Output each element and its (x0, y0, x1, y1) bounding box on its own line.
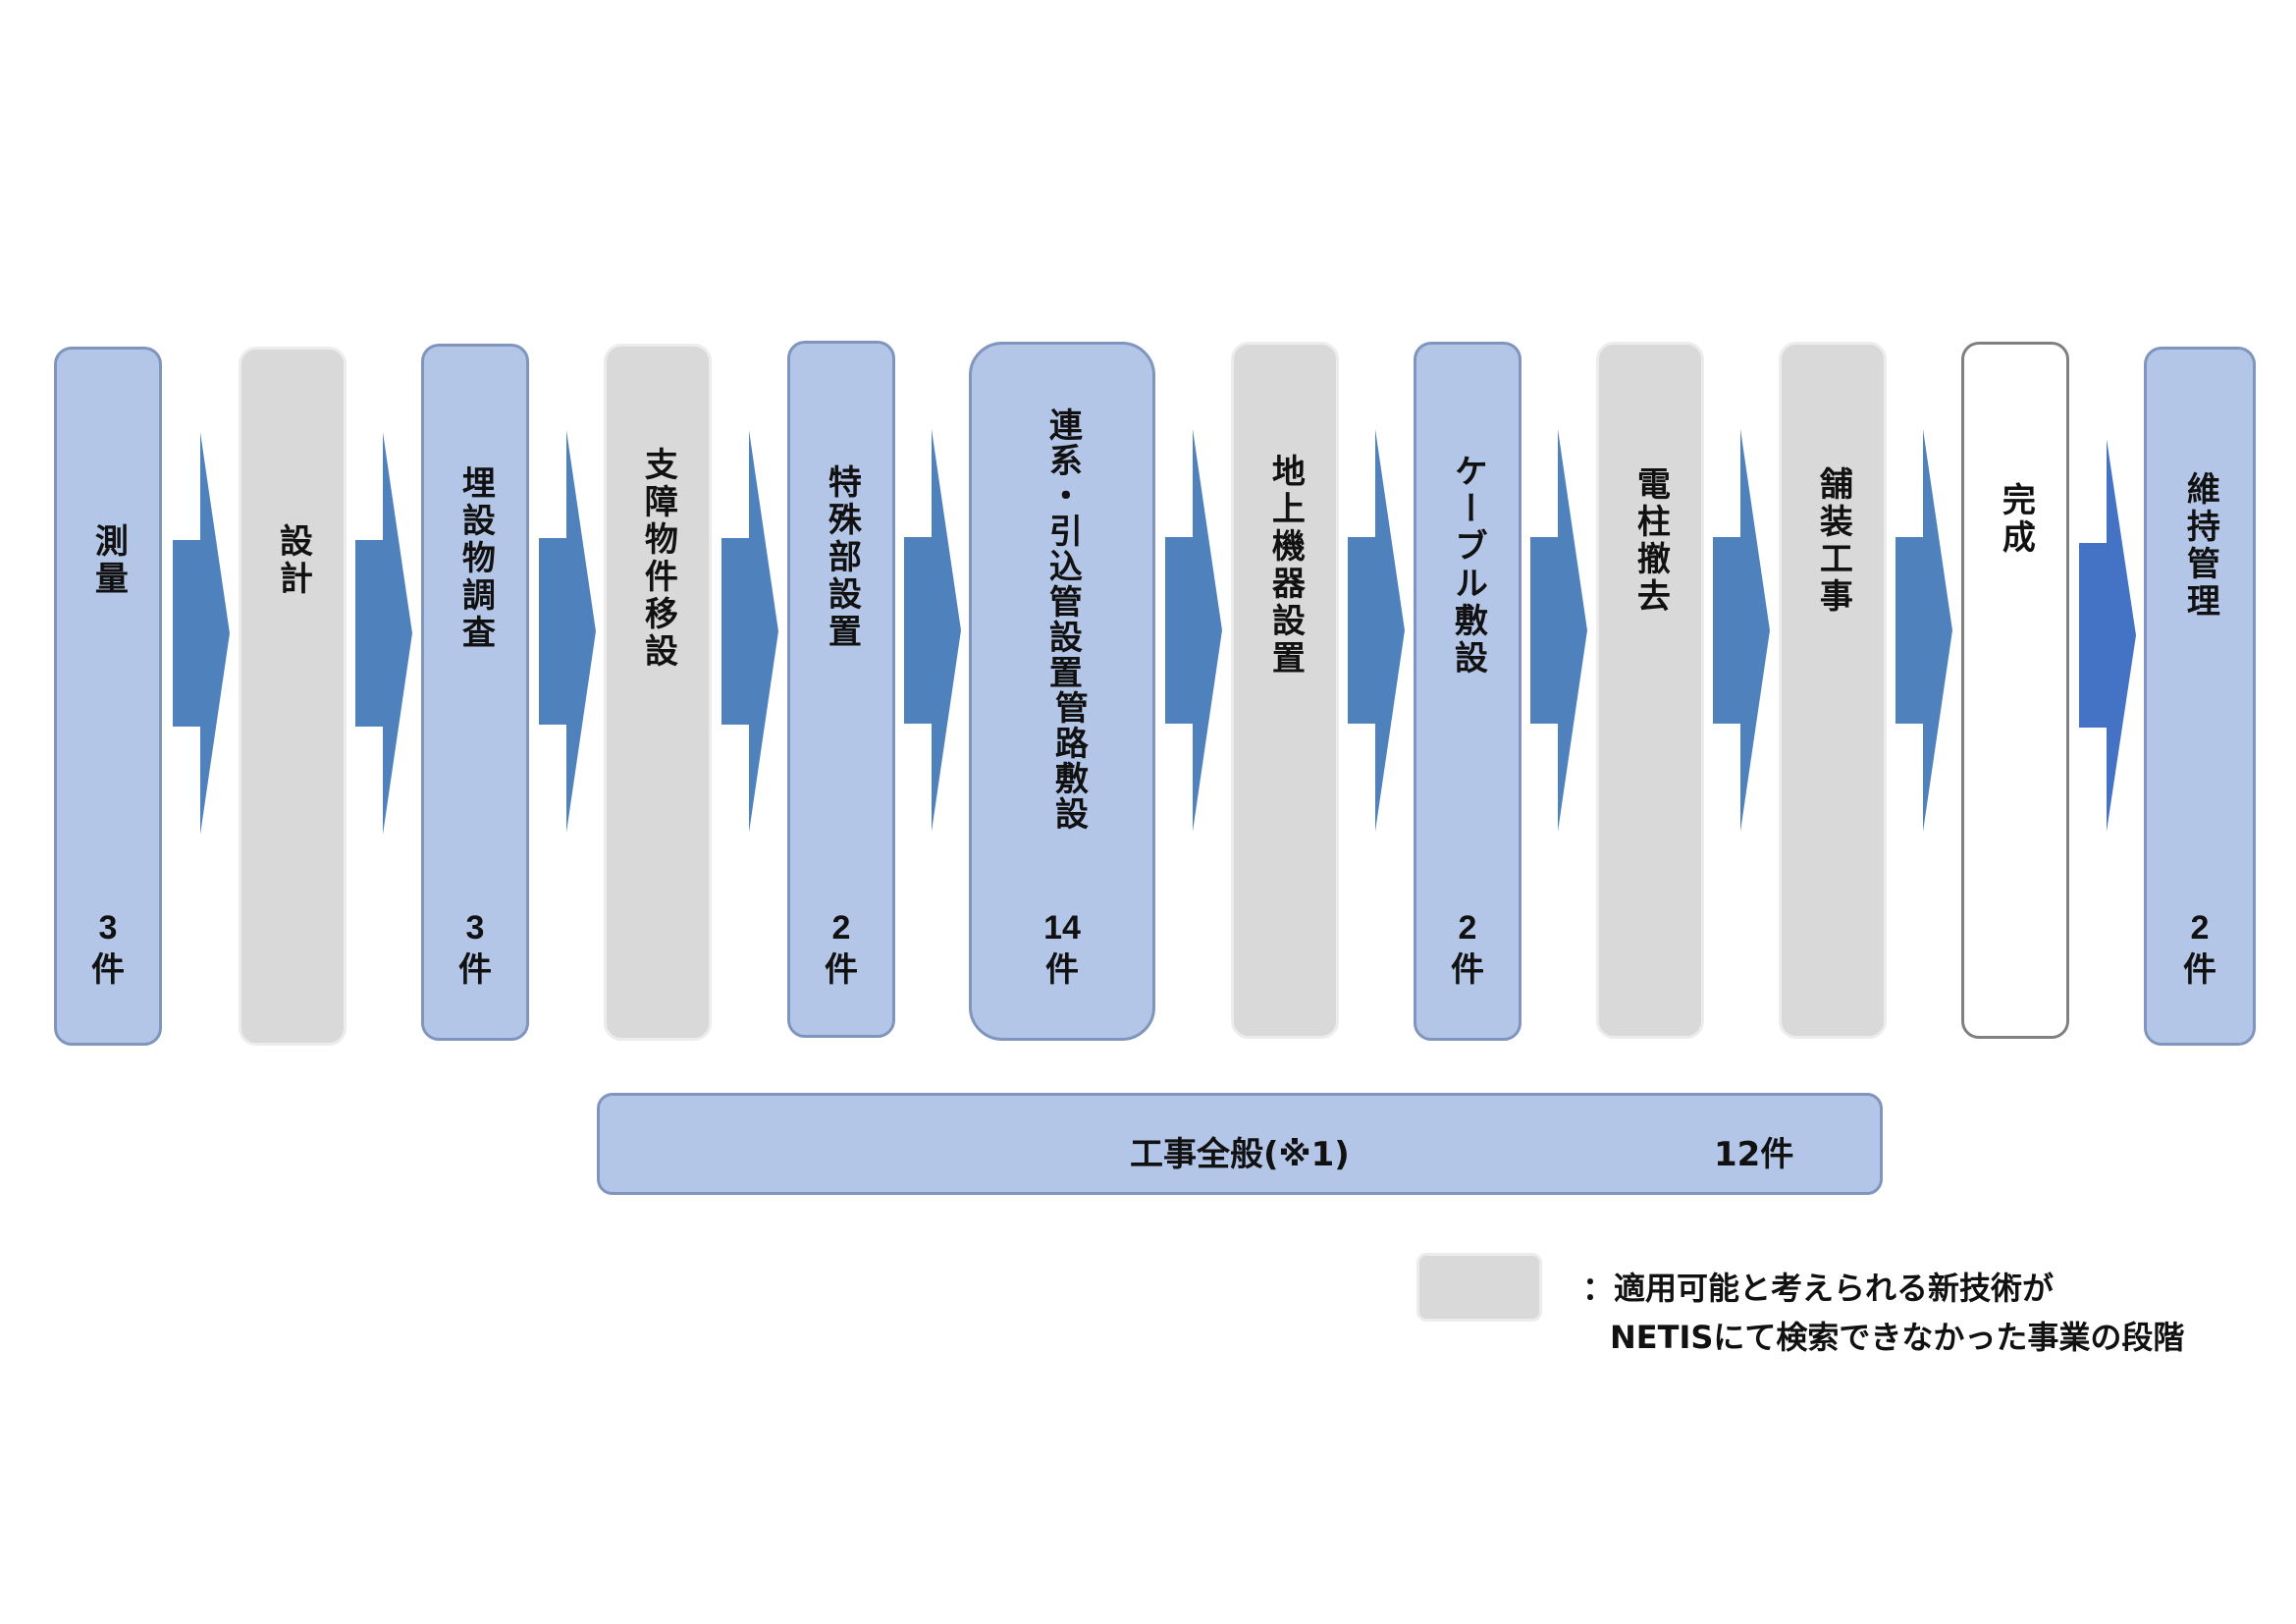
flow-arrow-icon (2079, 439, 2136, 832)
stage-pole-removal: 電柱撤去 (1596, 342, 1704, 1039)
stage-label: 設計 (273, 523, 313, 598)
stage-design: 設計 (239, 347, 347, 1046)
flow-arrow-icon (539, 430, 596, 833)
general-construction-bar: 工事全般(※1) 12件 (597, 1093, 1883, 1195)
stage-ground-equipment: 地上機器設置 (1231, 342, 1339, 1039)
stage-label: 特殊部設置 (822, 464, 862, 651)
stage-label: 地上機器設置 (1265, 454, 1306, 677)
stage-relocation: 支障物件移設 (604, 344, 712, 1041)
stage-label: 維持管理 (2180, 471, 2220, 621)
stage-label: 測量 (88, 523, 129, 598)
legend-line-2: NETISにて検索できなかった事業の段階 (1610, 1319, 2185, 1356)
flow-arrow-icon (1348, 429, 1405, 832)
flow-arrow-icon (721, 430, 778, 833)
flow-arrow-icon (1713, 429, 1770, 832)
flow-arrow-icon (173, 432, 230, 835)
legend-line-1: ：適用可能と考えられる新技術が (1582, 1270, 2055, 1307)
stage-label: ケーブル敷設 (1448, 454, 1488, 677)
stage-label: 支障物件移設 (638, 447, 678, 671)
legend-text: ：適用可能と考えられる新技術が NETISにて検索できなかった事業の段階 (1582, 1264, 2184, 1362)
general-construction-label: 工事全般(※1) (1130, 1135, 1350, 1174)
legend-swatch (1416, 1253, 1542, 1322)
flow-arrow-icon (1896, 429, 1952, 832)
stage-label: 電柱撤去 (1630, 466, 1671, 616)
stage-completion: 完成 (1961, 342, 2069, 1039)
general-construction-count: 12件 (1714, 1135, 1794, 1174)
stage-label: 舗装工事 (1813, 466, 1853, 616)
stage-label: 完成 (1996, 481, 2036, 557)
flow-arrow-icon (1530, 429, 1587, 832)
stage-paving: 舗装工事 (1779, 342, 1887, 1039)
flow-arrow-icon (904, 429, 961, 832)
flow-arrow-icon (1165, 429, 1222, 832)
stage-label: 埋設物調査 (455, 465, 496, 652)
stage-label: 連系・引込管設置 管路敷設 (1042, 407, 1089, 832)
flow-arrow-icon (355, 432, 412, 835)
